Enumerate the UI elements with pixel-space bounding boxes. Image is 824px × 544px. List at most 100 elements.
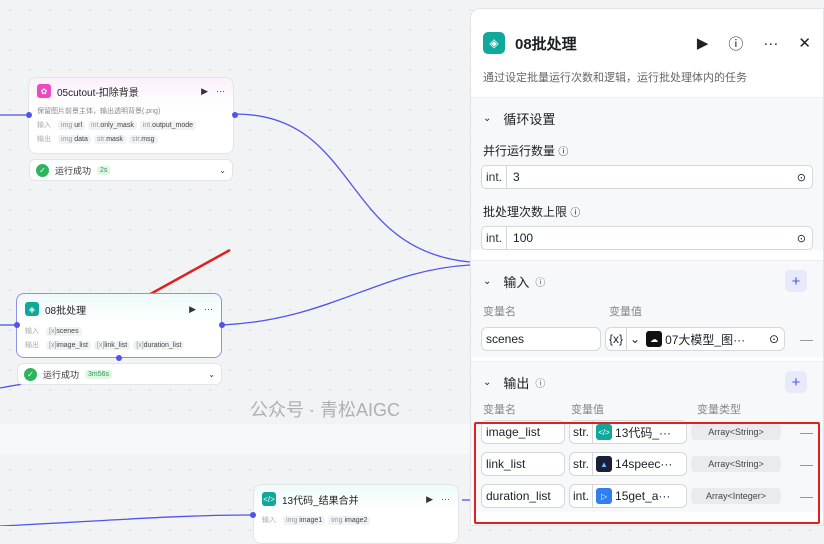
port[interactable] (26, 112, 32, 118)
info-icon: ⓘ (558, 147, 569, 158)
param-tag: str.mask (93, 134, 126, 144)
run-status[interactable]: ✓ 运行成功 2s ⌄ (29, 159, 233, 181)
type-prefix: int. (570, 485, 594, 507)
chevron-down-icon[interactable]: ⌄ (630, 332, 641, 346)
success-icon: ✓ (36, 163, 49, 177)
help-icon[interactable]: ⓘ (728, 35, 744, 53)
port[interactable] (14, 322, 20, 328)
more-icon[interactable]: ··· (204, 303, 213, 314)
port[interactable] (219, 322, 225, 328)
param-tag: img data (58, 134, 91, 144)
type-prefix: str. (570, 421, 594, 443)
variable-ref: 07大模型_图··· (665, 332, 746, 347)
param-tag: [x]link_list (93, 340, 131, 350)
more-icon[interactable]: ··· (216, 85, 225, 96)
chevron-down-icon[interactable]: ⌄ (483, 275, 492, 287)
max-batch-input[interactable]: int.100⊙ (481, 226, 813, 250)
chevron-down-icon[interactable]: ⌄ (483, 112, 492, 124)
variable-ref-icon[interactable]: ⊙ (796, 232, 806, 245)
duration-badge: 2s (97, 165, 111, 175)
param-tag: [x]duration_list (133, 340, 185, 350)
variable-name-input[interactable]: image_list (481, 420, 565, 444)
section-title: 循环设置 (503, 111, 556, 127)
llm-node-icon: ☁ (646, 331, 663, 347)
code-node-icon: </> (596, 424, 613, 440)
param-tag: img image2 (328, 515, 371, 525)
column-header: 变量值 (571, 404, 604, 416)
status-text: 运行成功 (55, 165, 92, 176)
input-row: scenes {x}⌄☁07大模型_图···⊙ — (471, 321, 823, 357)
variable-name-input[interactable]: scenes (481, 327, 601, 351)
more-icon[interactable]: ··· (441, 493, 450, 504)
param-tag: [x]scenes (46, 326, 82, 336)
variable-ref: 15get_a··· (615, 489, 671, 503)
node-batch[interactable]: ◈08批处理▶··· 输入 [x]scenes 输出 [x]image_list… (16, 293, 222, 358)
code-icon: </> (262, 492, 276, 506)
close-icon[interactable]: ✕ (798, 35, 811, 52)
variable-type-badge: Array<String> (691, 456, 781, 472)
node-title: 05cutout-扣除背景 (57, 87, 139, 99)
run-icon[interactable]: ▶ (426, 493, 433, 504)
run-icon[interactable]: ▶ (189, 303, 196, 314)
info-icon: ⓘ (570, 208, 581, 219)
panel-title: 08批处理 (515, 35, 577, 53)
input-label: 输入 (37, 122, 51, 129)
param-tag: str.msg (128, 134, 158, 144)
node-settings-panel: ◈ 08批处理 ▶ ⓘ ··· ✕ 通过设定批量运行次数和逻辑，运行批处理体内的任务 ⌄… (470, 8, 824, 526)
chevron-down-icon[interactable]: ⌄ (208, 369, 215, 379)
speech-node-icon: ▲ (596, 456, 613, 472)
variable-ref: 14speec··· (615, 457, 673, 471)
run-icon[interactable]: ▶ (696, 35, 709, 52)
type-prefix: int. (482, 227, 508, 249)
column-header: 变量名 (483, 306, 516, 318)
add-input-button[interactable]: + (785, 270, 807, 292)
audio-node-icon: ▷ (596, 488, 613, 504)
field-value: 3 (513, 170, 520, 184)
run-icon[interactable]: ▶ (201, 85, 208, 96)
parallel-count-input[interactable]: int.3⊙ (481, 165, 813, 189)
variable-name-input[interactable]: duration_list (481, 484, 565, 508)
info-icon: ⓘ (535, 277, 546, 289)
success-icon: ✓ (24, 367, 37, 381)
section-title: 输入 (503, 274, 530, 290)
chevron-down-icon[interactable]: ⌄ (219, 165, 226, 175)
param-tag: img image1 (283, 515, 326, 525)
add-output-button[interactable]: + (785, 371, 807, 393)
status-text: 运行成功 (43, 369, 80, 380)
panel-description: 通过设定批量运行次数和逻辑，运行批处理体内的任务 (483, 72, 747, 84)
node-code[interactable]: </>13代码_结果合并▶··· 输入 img image1 img image… (253, 484, 459, 544)
more-icon[interactable]: ··· (763, 34, 779, 52)
port[interactable] (116, 355, 122, 361)
variable-name-input[interactable]: link_list (481, 452, 565, 476)
port[interactable] (232, 112, 238, 118)
variable-ref-icon[interactable]: ⊙ (768, 332, 779, 346)
output-label: 输出 (25, 342, 39, 349)
remove-output-button[interactable]: — (800, 488, 813, 504)
canvas-band (0, 424, 470, 454)
highlight-box (474, 422, 820, 524)
variable-type-badge: Array<Integer> (691, 488, 781, 504)
remove-output-button[interactable]: — (800, 424, 813, 440)
node-cutout[interactable]: ✿05cutout-扣除背景▶··· 保留图片前景主体，输出透明背景(.png)… (28, 77, 234, 154)
port[interactable] (250, 512, 256, 518)
variable-value-select[interactable]: str.▲14speec··· (569, 452, 687, 476)
remove-output-button[interactable]: — (800, 456, 813, 472)
variable-value-select[interactable]: {x}⌄☁07大模型_图···⊙ (605, 327, 785, 351)
input-label: 输入 (25, 328, 39, 335)
variable-value-select[interactable]: str.</>13代码_··· (569, 420, 687, 444)
variable-ref-icon[interactable]: ⊙ (796, 171, 806, 184)
node-desc: 保留图片前景主体，输出透明背景(.png) (37, 108, 161, 115)
section-title: 输出 (503, 375, 530, 391)
remove-input-button[interactable]: — (800, 331, 813, 347)
column-header: 变量名 (483, 404, 516, 416)
chevron-down-icon[interactable]: ⌄ (483, 376, 492, 388)
batch-icon: ◈ (483, 32, 505, 54)
column-header: 变量值 (609, 306, 642, 318)
param-tag: img url (58, 120, 86, 130)
variable-value-select[interactable]: int.▷15get_a··· (569, 484, 687, 508)
